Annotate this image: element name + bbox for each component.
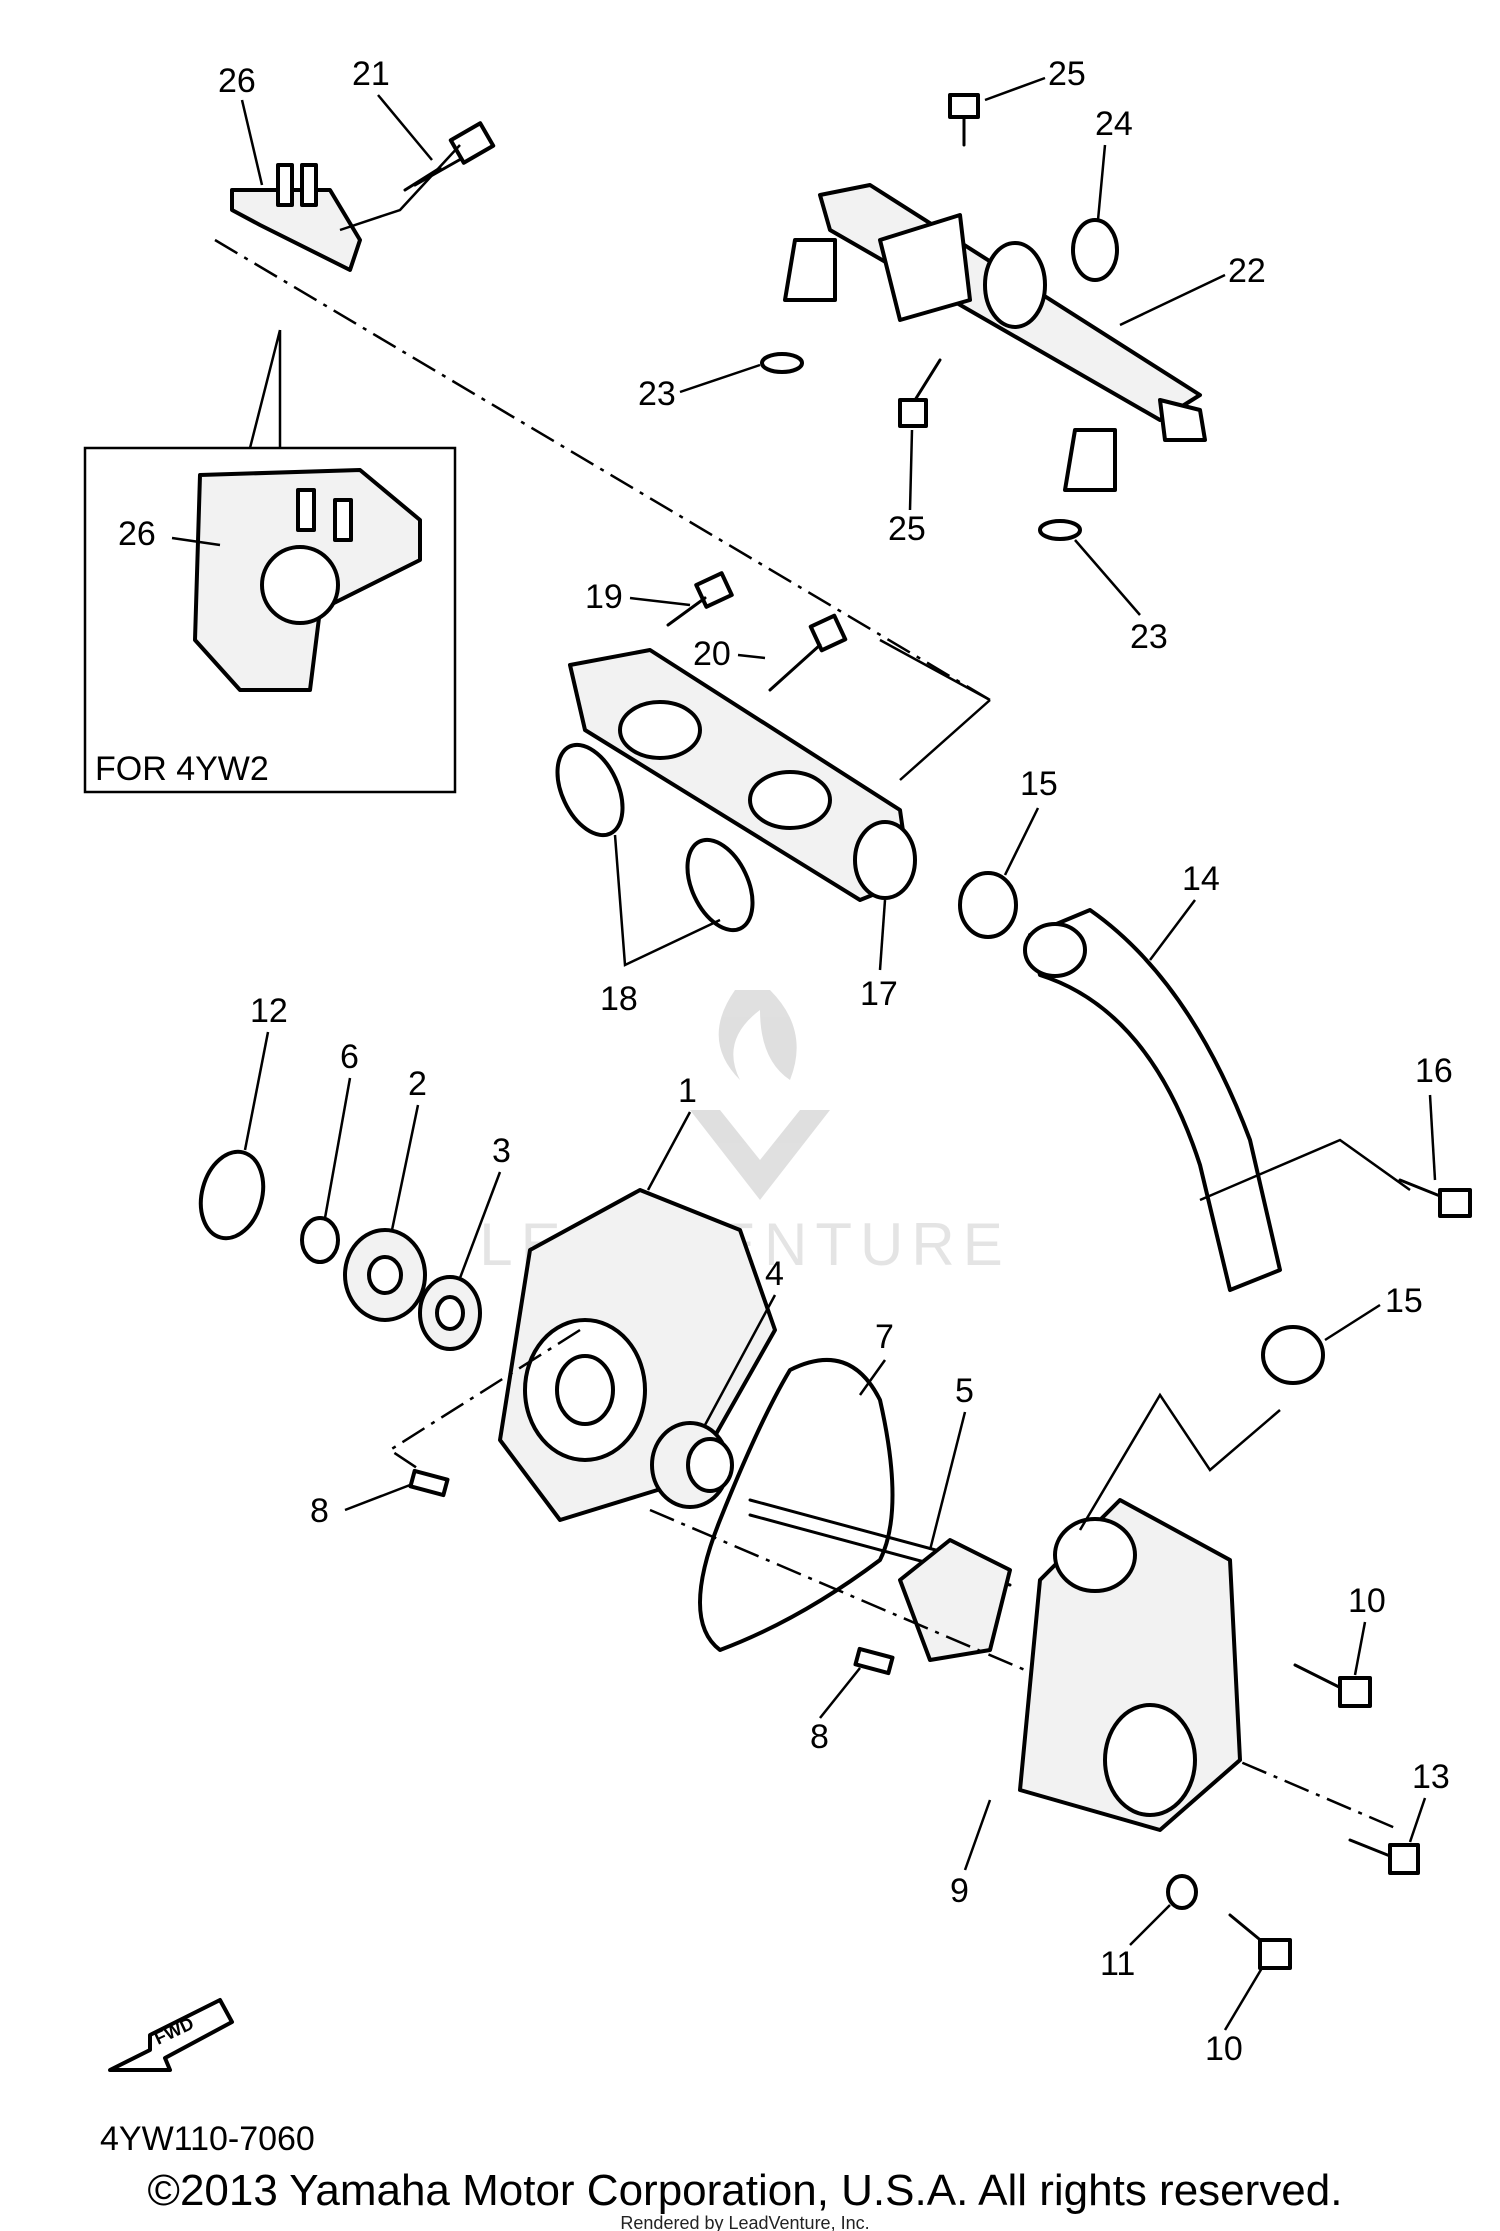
assembly-bracket-17 (879, 638, 991, 781)
callout-25: 25 (888, 510, 926, 548)
callout-9: 9 (950, 1872, 969, 1910)
part-18-oring-a (555, 742, 625, 838)
part-3-seal (418, 1275, 482, 1351)
callout-25: 25 (1048, 55, 1086, 93)
part-4-impeller (650, 1421, 734, 1509)
inset-pointer (248, 329, 282, 449)
leader-18 (613, 834, 721, 967)
assembly-line-pump (649, 1508, 1401, 1832)
callout-21: 21 (352, 55, 390, 93)
part-5-shaft-assembly (748, 1498, 1012, 1662)
callout-15: 15 (1385, 1282, 1423, 1320)
assembly-line-26-17 (214, 238, 991, 702)
part-24-oring (1071, 218, 1119, 282)
part-10-bolt-upper (1293, 1663, 1372, 1708)
part-19-bolt (666, 571, 734, 627)
part-8-dowel-b (853, 1646, 895, 1676)
part-23-oring-b (1038, 519, 1082, 541)
part-18-oring-b (685, 837, 755, 933)
callout-15: 15 (1020, 765, 1058, 803)
callout-11: 11 (1100, 1945, 1135, 1983)
callout-18: 18 (600, 980, 638, 1018)
part-25-bolt-top (948, 93, 980, 147)
callouts: 26 21 25 24 22 23 25 23 26 19 20 15 14 1… (118, 55, 1453, 2068)
callout-20: 20 (693, 635, 731, 673)
callout-19: 19 (585, 578, 623, 616)
part-10-bolt-lower (1228, 1913, 1292, 1970)
callout-1: 1 (678, 1072, 697, 1110)
callout-4: 4 (765, 1255, 784, 1293)
callout-24: 24 (1095, 105, 1133, 143)
callout-16: 16 (1415, 1052, 1453, 1090)
part-22-pipe (783, 183, 1207, 492)
callout-13: 13 (1412, 1758, 1450, 1796)
callout-17: 17 (860, 975, 898, 1013)
part-8-dowel-a (408, 1468, 450, 1498)
part-9-pump-housing (1018, 1498, 1242, 1832)
part-6-circlip (300, 1216, 340, 1264)
callout-12: 12 (250, 992, 288, 1030)
part-23-oring-a (760, 352, 804, 374)
callout-23: 23 (1130, 618, 1168, 656)
callout-6: 6 (340, 1038, 359, 1076)
part-7-gasket (698, 1358, 895, 1652)
inset-box (83, 446, 457, 794)
callout-8: 8 (810, 1718, 829, 1756)
part-12-oring (198, 1149, 266, 1241)
part-17-outlet-housing (568, 648, 917, 902)
assembly-line-cover (387, 1328, 581, 1472)
part-13-bolt (1348, 1838, 1420, 1875)
part-26-bracket (230, 163, 362, 272)
part-15-oring-b (1261, 1325, 1325, 1385)
copyright-notice: ©2013 Yamaha Motor Corporation, U.S.A. A… (148, 2166, 1343, 2215)
part-14-hose-end (1023, 922, 1087, 978)
callout-22: 22 (1228, 252, 1266, 290)
part-20-bolt (768, 613, 848, 692)
callout-10: 10 (1205, 2030, 1243, 2068)
part-15-oring-a (958, 871, 1018, 939)
callout-2: 2 (408, 1065, 427, 1103)
callout-3: 3 (492, 1132, 511, 1170)
fwd-arrow-icon: FWD (108, 1998, 234, 2072)
part-14-hose (1028, 908, 1282, 1292)
callout-23: 23 (638, 375, 676, 413)
leader-15-housing (1078, 1392, 1281, 1531)
callout-26: 26 (118, 515, 156, 553)
part-16-bolt (1398, 1178, 1472, 1218)
leader-16-clamp (1199, 1138, 1411, 1202)
callout-14: 14 (1182, 860, 1220, 898)
callout-26: 26 (218, 62, 256, 100)
callout-10: 10 (1348, 1582, 1386, 1620)
callout-7: 7 (875, 1318, 894, 1356)
inset-caption: FOR 4YW2 (95, 750, 269, 788)
drawing-code: 4YW110-7060 (100, 2120, 315, 2158)
leader-21 (339, 144, 461, 232)
part-11-washer (1166, 1874, 1198, 1910)
callout-5: 5 (955, 1372, 974, 1410)
part-2-bearing (343, 1228, 427, 1322)
part-25-bolt-lower (898, 358, 942, 428)
part-21-bolt (403, 121, 496, 192)
rendered-by: Rendered by LeadVenture, Inc. (620, 2213, 869, 2231)
watermark-logo (690, 990, 830, 1200)
callout-8: 8 (310, 1492, 329, 1530)
